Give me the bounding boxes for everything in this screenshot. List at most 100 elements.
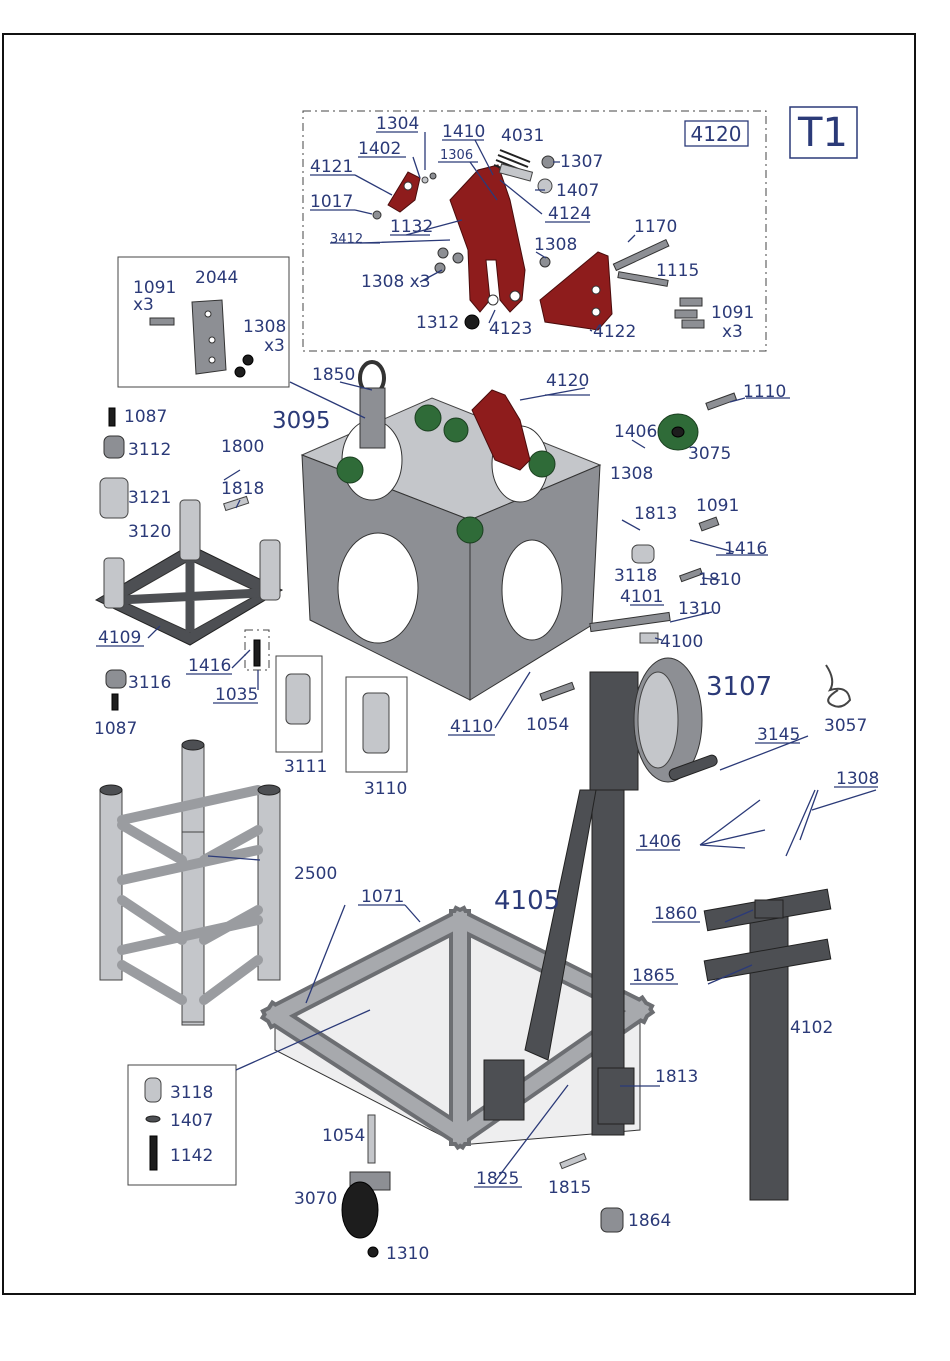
label-3107: 3107: [706, 672, 772, 702]
label-1410: 1410: [442, 122, 485, 142]
part-3112-cap: [103, 435, 125, 459]
label-1091-a-x3: x3: [722, 322, 743, 342]
label-1170: 1170: [634, 217, 677, 237]
part-2044-plate: [191, 299, 227, 375]
label-1810: 1810: [698, 570, 741, 590]
part-4109-base-plate: [94, 544, 284, 646]
part-4101-bar: [589, 611, 671, 633]
label-1865: 1865: [632, 966, 675, 986]
label-1402: 1402: [358, 139, 401, 159]
label-3116: 3116: [128, 673, 171, 693]
part-1304-nut: [429, 172, 437, 180]
part-1142-bolt: [149, 1135, 158, 1171]
part-1308-nuts-b2: [234, 366, 246, 378]
part-3118-cap-b: [144, 1077, 162, 1103]
part-1815-pin: [559, 1152, 587, 1170]
part-1170-bolt: [612, 238, 670, 272]
label-4105: 4105: [494, 886, 560, 916]
label-3112: 3112: [128, 440, 171, 460]
label-4031: 4031: [501, 126, 544, 146]
label-3095: 3095: [272, 408, 331, 434]
part-1110-bolt: [705, 392, 738, 411]
label-3111: 3111: [284, 757, 327, 777]
label-1416-a: 1416: [724, 539, 767, 559]
part-3116-cap: [105, 669, 127, 689]
label-1308x3-a: 1308 x3: [361, 272, 431, 292]
label-1054-a: 1054: [526, 715, 569, 735]
part-1310-nut-b: [367, 1246, 379, 1258]
part-3075-roller: [657, 413, 699, 451]
label-1407-b: 1407: [170, 1111, 213, 1131]
label-1407-a: 1407: [556, 181, 599, 201]
part-1091-bolt-c: [698, 516, 720, 532]
label-1091-c: 1091: [696, 496, 739, 516]
label-1308-a: 1308: [534, 235, 577, 255]
label-3118-b: 3118: [170, 1083, 213, 1103]
part-4121-lever: [387, 171, 421, 213]
label-1091-a: 1091: [711, 303, 754, 323]
part-3111-socket: [285, 673, 311, 725]
part-3107-winch: [589, 657, 703, 791]
drawing-frame: [2, 33, 916, 1295]
label-1071: 1071: [361, 887, 404, 907]
part-1054-bolt-b: [367, 1114, 376, 1164]
title-box: [789, 106, 858, 159]
label-3145: 3145: [757, 725, 800, 745]
part-1035-bolt-box: [244, 629, 270, 671]
part-2044-box: [117, 256, 290, 388]
label-1825: 1825: [476, 1169, 519, 1189]
label-3121: 3121: [128, 488, 171, 508]
part-1860-cap: [754, 899, 784, 919]
label-1406-a: 1406: [614, 422, 657, 442]
label-1035: 1035: [215, 685, 258, 705]
label-1087-b: 1087: [94, 719, 137, 739]
label-1308-b-x3: x3: [264, 336, 285, 356]
label-1017: 1017: [310, 192, 353, 212]
part-1407-washer: [537, 178, 553, 194]
label-4123: 4123: [489, 319, 532, 339]
label-1406-b: 1406: [638, 832, 681, 852]
label-1087-a: 1087: [124, 407, 167, 427]
part-1308-nuts: [437, 247, 449, 259]
label-4100: 4100: [660, 632, 703, 652]
part-3145-handle: [668, 754, 718, 781]
label-1054-b: 1054: [322, 1126, 365, 1146]
label-1308-d: 1308: [836, 769, 879, 789]
label-1310-a: 1310: [678, 599, 721, 619]
label-1310-b: 1310: [386, 1244, 429, 1264]
label-3057: 3057: [824, 716, 867, 736]
label-1813-a: 1813: [634, 504, 677, 524]
label-1142: 1142: [170, 1146, 213, 1166]
label-1813-b: 1813: [655, 1067, 698, 1087]
label-1115: 1115: [656, 261, 699, 281]
part-3111-box: [275, 655, 323, 753]
label-1800: 1800: [221, 437, 264, 457]
label-1132: 1132: [390, 217, 433, 237]
part-1087-bolt-b: [111, 693, 119, 711]
part-1087-bolt-a: [108, 407, 116, 427]
label-1815: 1815: [548, 1178, 591, 1198]
label-3120: 3120: [128, 522, 171, 542]
part-1850-shackle: [358, 360, 386, 449]
part-1308-nut-3: [452, 252, 464, 264]
label-3070: 3070: [294, 1189, 337, 1209]
label-2500: 2500: [294, 864, 337, 884]
part-4100-pin: [639, 632, 659, 644]
part-1308-nut-2: [434, 262, 446, 274]
part-4123-bracket: [449, 164, 526, 313]
part-1091-bolts-a: [674, 297, 705, 329]
part-1864-cap: [600, 1207, 624, 1233]
label-1818: 1818: [221, 479, 264, 499]
part-labels: 1304 1402 1410 4031 1306 1307 1407 4121 …: [94, 114, 879, 1264]
part-1308-nut-4: [539, 256, 551, 268]
part-3120-sockets: [103, 499, 281, 609]
label-4109: 4109: [98, 628, 141, 648]
part-4102-outrigger: [703, 888, 832, 1201]
label-1860: 1860: [654, 904, 697, 924]
label-4121: 4121: [310, 157, 353, 177]
label-4110: 4110: [450, 717, 493, 737]
label-1312: 1312: [416, 313, 459, 333]
label-4101: 4101: [620, 587, 663, 607]
label-1110: 1110: [743, 382, 786, 402]
label-1850: 1850: [312, 365, 355, 385]
